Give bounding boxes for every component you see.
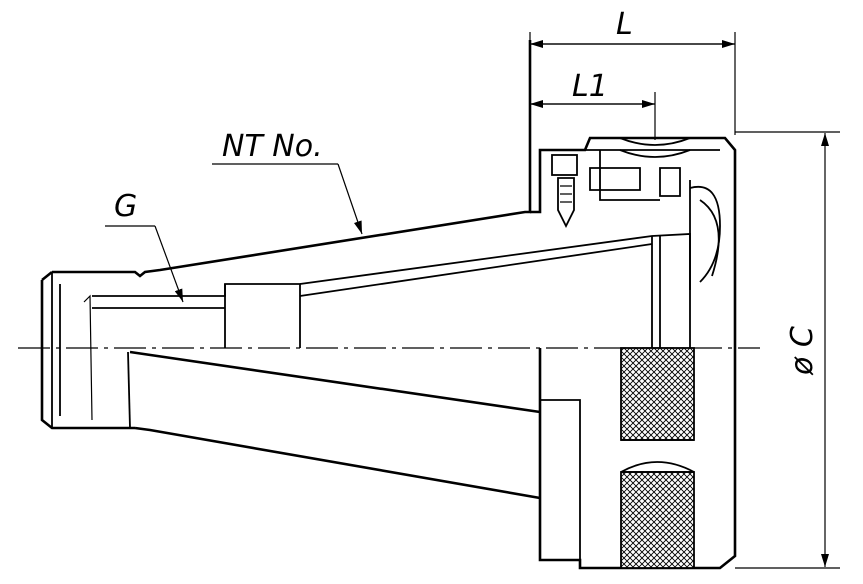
leader-NT: NT No.: [212, 129, 363, 235]
callout-label-NT: NT No.: [222, 129, 323, 164]
dimension-L: L: [529, 7, 736, 135]
knurled-ring-upper: [620, 347, 695, 441]
dimension-label-C: ø C: [785, 326, 820, 376]
dimension-label-L1: L1: [572, 69, 608, 104]
knurled-ring-lower: [620, 471, 695, 569]
dimension-C: ø C: [735, 131, 840, 569]
dimension-label-L: L: [616, 7, 633, 42]
callout-label-G: G: [114, 189, 137, 224]
dimension-L1: L1: [530, 69, 656, 140]
leader-G: G: [105, 189, 184, 303]
